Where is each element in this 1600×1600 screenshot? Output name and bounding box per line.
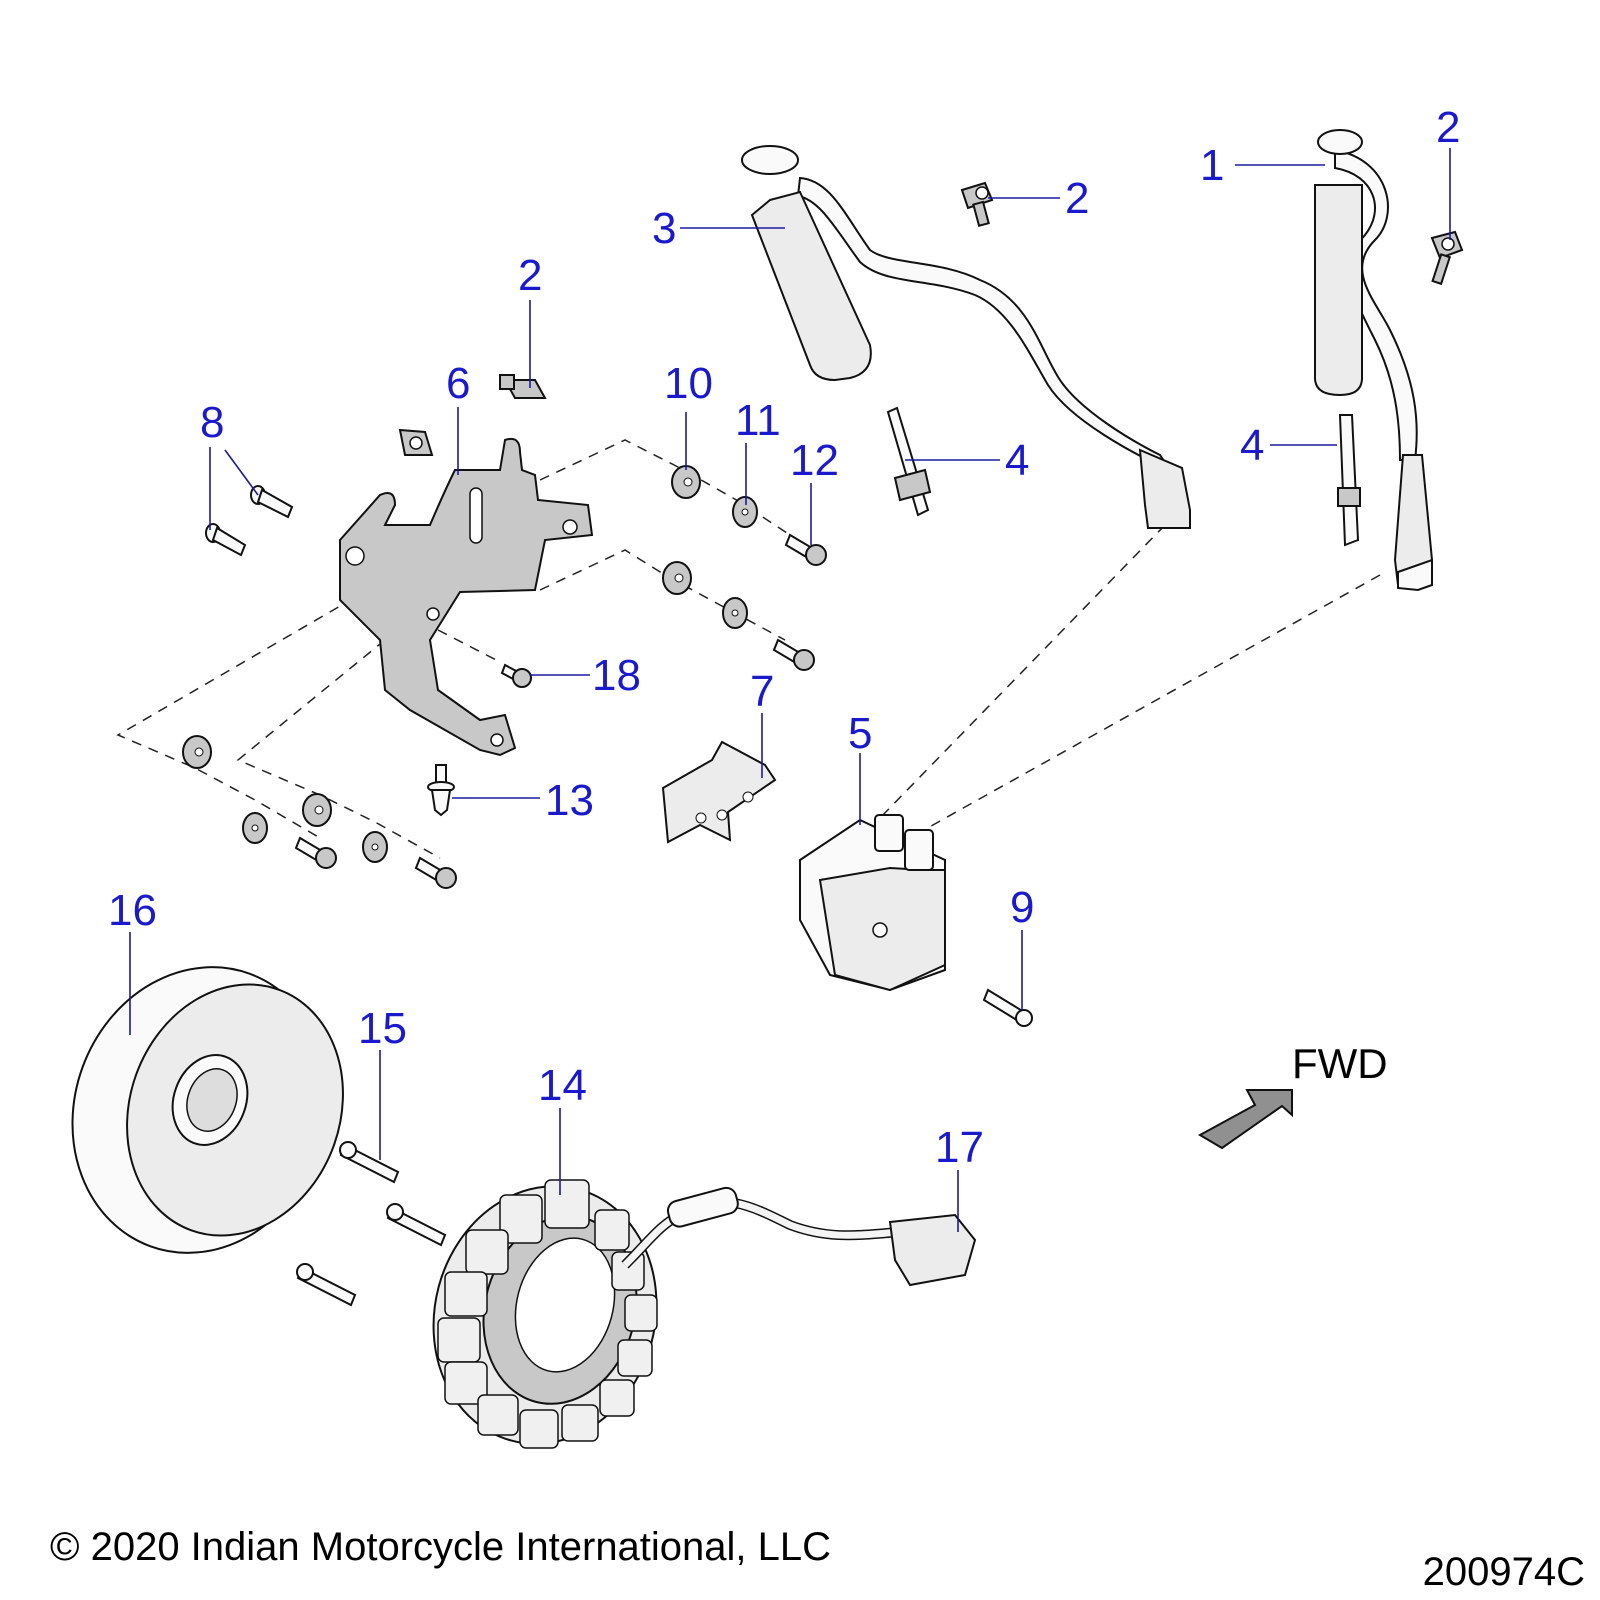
callout-6[interactable]: 6 bbox=[446, 359, 470, 408]
callout-5[interactable]: 5 bbox=[848, 709, 872, 758]
callout-3[interactable]: 3 bbox=[652, 204, 676, 253]
stator-poles bbox=[437, 1179, 658, 1449]
figure-id: 200974C bbox=[1423, 1550, 1585, 1594]
flange-bolt[interactable] bbox=[784, 533, 827, 566]
callout-14[interactable]: 14 bbox=[538, 1061, 587, 1110]
bolt[interactable] bbox=[205, 523, 247, 557]
mounting-bracket[interactable] bbox=[339, 437, 594, 757]
coil-body bbox=[750, 190, 872, 382]
callout-16[interactable]: 16 bbox=[108, 886, 157, 935]
stator[interactable] bbox=[405, 1161, 685, 1469]
assembly-line bbox=[914, 574, 1381, 836]
callout-17[interactable]: 17 bbox=[935, 1123, 984, 1172]
stator-connector[interactable] bbox=[621, 1186, 977, 1287]
spark-plug[interactable] bbox=[1337, 414, 1361, 547]
callout-8[interactable]: 8 bbox=[200, 398, 224, 447]
stator-screw[interactable] bbox=[339, 1141, 400, 1184]
bolt[interactable] bbox=[250, 485, 294, 519]
ignition-coil-rear[interactable] bbox=[1314, 129, 1434, 592]
callout-10[interactable]: 10 bbox=[664, 359, 713, 408]
forward-label: FWD bbox=[1292, 1040, 1388, 1087]
washer[interactable] bbox=[242, 812, 268, 844]
callout-4[interactable]: 4 bbox=[1240, 421, 1264, 470]
grommet[interactable] bbox=[671, 465, 701, 499]
callout-2[interactable]: 2 bbox=[1436, 103, 1460, 152]
assembly-line bbox=[879, 524, 1166, 819]
callout-2[interactable]: 2 bbox=[1065, 174, 1089, 223]
boot bbox=[1138, 448, 1191, 529]
washer[interactable] bbox=[722, 597, 748, 629]
grommet[interactable] bbox=[182, 735, 212, 769]
washer[interactable] bbox=[732, 496, 758, 528]
forward-direction-indicator: FWD bbox=[1197, 1040, 1388, 1150]
callout-1[interactable]: 1 bbox=[1200, 141, 1224, 190]
clip[interactable] bbox=[398, 428, 434, 456]
callout-15[interactable]: 15 bbox=[358, 1004, 407, 1053]
callout-13[interactable]: 13 bbox=[545, 776, 594, 825]
callout-4[interactable]: 4 bbox=[1005, 436, 1029, 485]
washer[interactable] bbox=[362, 831, 388, 863]
copyright-notice: © 2020 Indian Motorcycle International, … bbox=[50, 1525, 831, 1569]
coil-cap bbox=[1317, 129, 1363, 155]
flange-bolt-small[interactable] bbox=[500, 663, 532, 688]
assembly-line bbox=[437, 629, 501, 663]
ignition-module[interactable] bbox=[799, 814, 946, 992]
callout-2[interactable]: 2 bbox=[518, 251, 542, 300]
stud-fastener[interactable] bbox=[427, 764, 455, 817]
callout-11[interactable]: 11 bbox=[735, 396, 781, 445]
bracket-plate bbox=[339, 437, 594, 757]
coil-cap bbox=[741, 145, 799, 175]
grommet[interactable] bbox=[662, 561, 692, 595]
callout-18[interactable]: 18 bbox=[592, 651, 641, 700]
assembly-line bbox=[539, 439, 791, 536]
callout-9[interactable]: 9 bbox=[1010, 883, 1034, 932]
flywheel-rotor[interactable] bbox=[33, 931, 378, 1289]
flange-bolt[interactable] bbox=[294, 836, 337, 869]
ignition-coil-front[interactable] bbox=[741, 145, 1191, 529]
grommet[interactable] bbox=[302, 793, 332, 827]
callout-12[interactable]: 12 bbox=[790, 436, 839, 485]
clip[interactable] bbox=[960, 181, 994, 228]
leader-lines bbox=[129, 148, 1451, 1232]
coil-body bbox=[1314, 184, 1363, 397]
clip[interactable] bbox=[1430, 230, 1464, 286]
forward-arrow-icon bbox=[1197, 1089, 1293, 1150]
stator-screw[interactable] bbox=[296, 1263, 357, 1307]
callouts: 1 2 2 2 3 4 4 5 6 7 8 9 10 11 12 13 14 1… bbox=[108, 103, 1460, 1172]
stator-screw[interactable] bbox=[386, 1203, 447, 1247]
assembly-line bbox=[539, 549, 786, 641]
flange-bolt[interactable] bbox=[772, 638, 815, 671]
spark-plug[interactable] bbox=[886, 406, 932, 517]
callout-7[interactable]: 7 bbox=[750, 667, 774, 716]
module-bracket[interactable] bbox=[661, 740, 777, 844]
boot-tab bbox=[1397, 558, 1433, 592]
flange-bolt[interactable] bbox=[414, 856, 457, 889]
clip[interactable] bbox=[499, 374, 547, 399]
assembly-line bbox=[116, 579, 386, 839]
screw[interactable] bbox=[982, 988, 1033, 1027]
